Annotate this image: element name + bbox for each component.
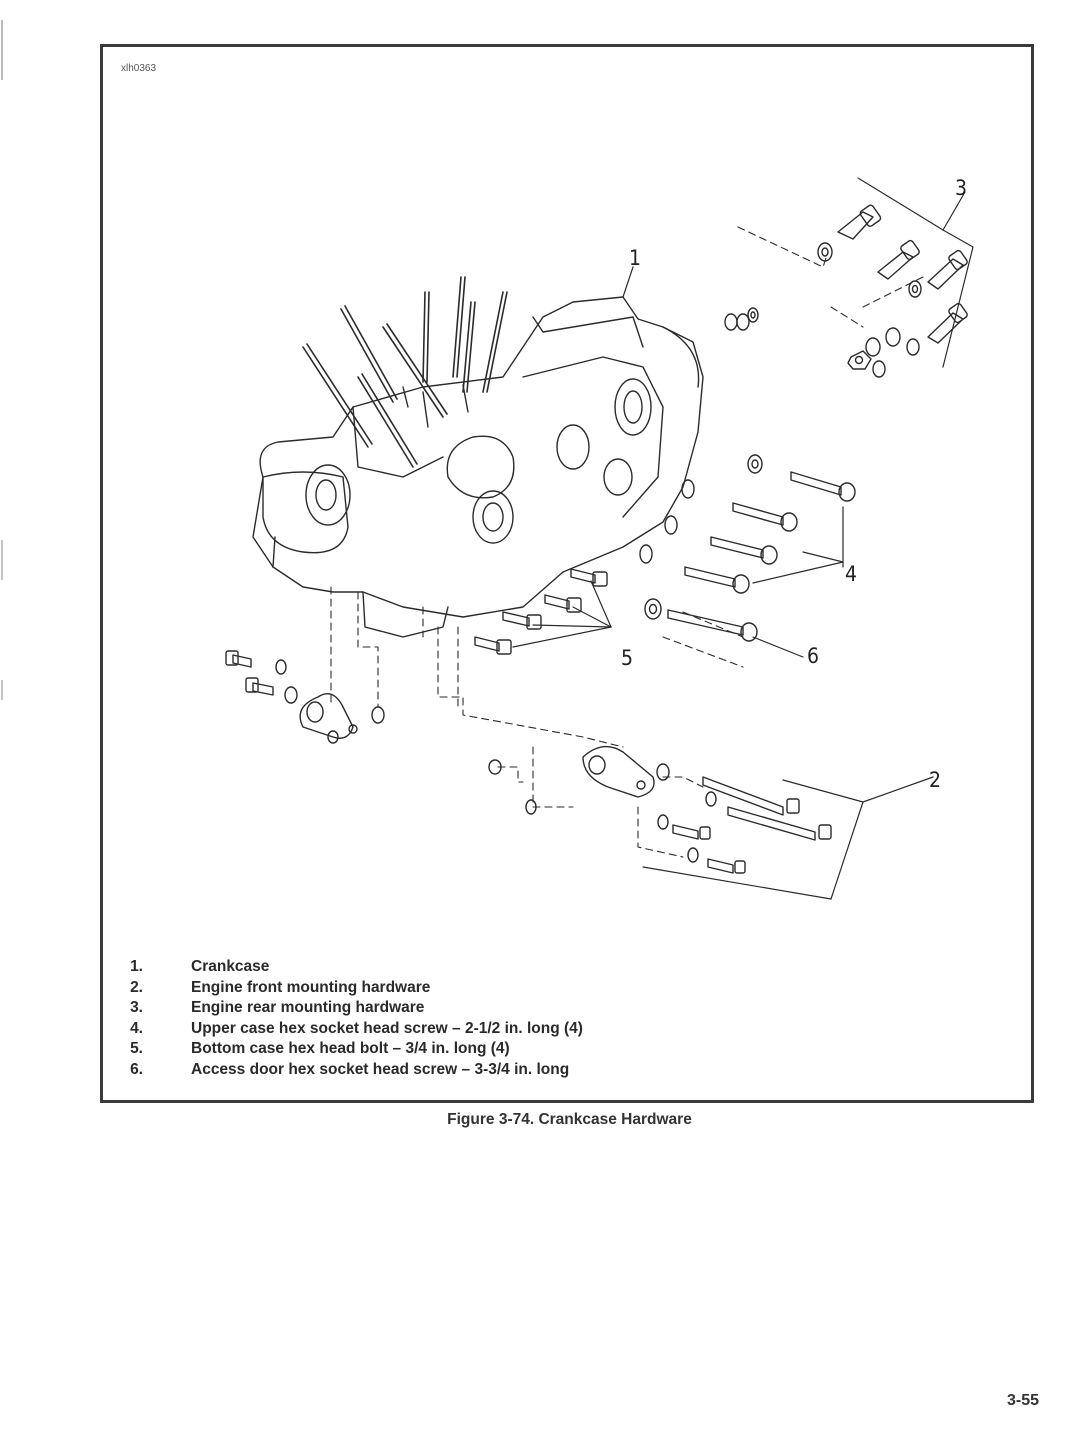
legend-text: Access door hex socket head screw – 3-3/… [191, 1060, 570, 1078]
legend-text: Crankcase [191, 958, 270, 975]
legend-item: 3. Engine rear mounting hardware [127, 998, 583, 1019]
figure-caption: Figure 3-74. Crankcase Hardware [447, 1111, 692, 1128]
access-door-screw [644, 598, 758, 642]
page-number: 3-55 [1006, 1392, 1039, 1409]
callout-2: 2 [929, 768, 941, 792]
exploded-view-svg: 1 2 3 4 5 6 [225, 176, 974, 900]
legend-text: Upper case hex socket head screw – 2-1/2… [191, 1019, 583, 1037]
legend-number: 4. [130, 1019, 143, 1037]
legend-number: 6. [130, 1060, 143, 1078]
crankcase-body [252, 296, 704, 638]
legend-item: 2. Engine front mounting hardware [127, 978, 583, 999]
bottom-case-bolts [474, 568, 608, 655]
parts-legend: 1. Crankcase 2. Engine front mounting ha… [127, 957, 583, 1080]
callout-1: 1 [629, 246, 641, 270]
legend-item: 6. Access door hex socket head screw – 3… [127, 1060, 583, 1081]
callout-5: 5 [621, 646, 633, 670]
legend-text: Bottom case hex head bolt – 3/4 in. long… [191, 1040, 510, 1057]
callout-4: 4 [845, 562, 857, 586]
legend-number: 3. [130, 999, 143, 1016]
callout-3: 3 [955, 176, 967, 200]
upper-case-screws [639, 454, 856, 594]
binding-margin [0, 0, 6, 1432]
legend-item: 1. Crankcase [127, 957, 583, 978]
legend-item: 5. Bottom case hex head bolt – 3/4 in. l… [127, 1039, 583, 1060]
binding-marks-drawing [1, 20, 3, 700]
legend-item: 4. Upper case hex socket head screw – 2-… [127, 1019, 583, 1040]
front-mounting-hardware [225, 650, 832, 874]
callout-6: 6 [807, 644, 819, 668]
cylinder-studs [302, 276, 508, 468]
legend-number: 2. [130, 978, 143, 996]
rear-mounting-hardware [724, 204, 968, 378]
crankcase-exploded-drawing: 1 2 3 4 5 6 [103, 47, 1031, 947]
legend-number: 5. [130, 1040, 143, 1057]
legend-text: Engine front mounting hardware [191, 978, 431, 996]
legend-number: 1. [130, 958, 143, 975]
leader-lines [512, 177, 974, 900]
figure-frame: xlh0363 [100, 44, 1034, 1103]
image-id: xlh0363 [121, 63, 157, 74]
assembly-lines [330, 226, 924, 858]
legend-text: Engine rear mounting hardware [191, 999, 425, 1016]
